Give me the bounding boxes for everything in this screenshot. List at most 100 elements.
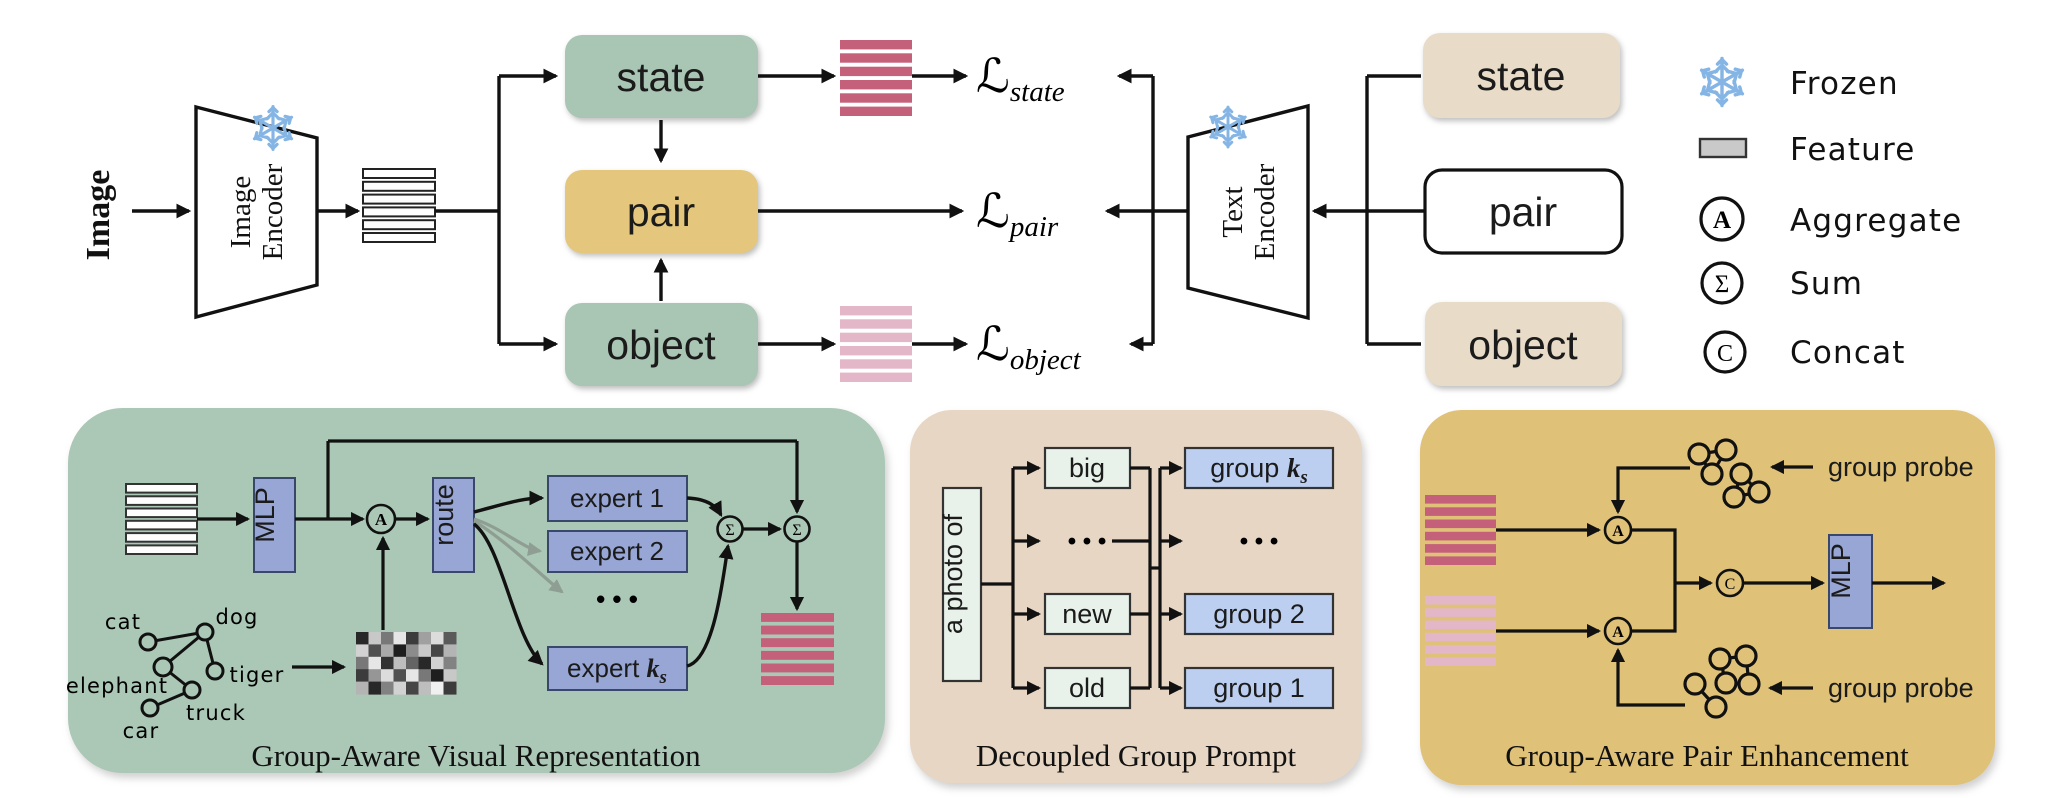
group-probe-label-top: group probe	[1828, 452, 1974, 482]
curve-expert-k-to-sum	[686, 543, 734, 668]
aggregate2-symbol: A	[1612, 624, 1624, 641]
panel-pair-caption: Group-Aware Pair Enhancement	[1505, 738, 1909, 773]
legend-sum-label: Sum	[1790, 266, 1863, 302]
panel-pair-enhancement: A A C MLP group probe	[1420, 410, 1995, 785]
legend-feature-label: Feature	[1790, 132, 1916, 168]
loss-pair: ℒpair	[976, 186, 1059, 243]
group-probe-cluster-bottom-nodes	[1683, 644, 1761, 719]
connector-aggregate1-join	[1631, 528, 1677, 583]
attr-big-label: big	[1069, 453, 1105, 483]
experts-ellipsis: • • •	[596, 584, 638, 614]
group2-label: group 2	[1213, 599, 1305, 629]
route-curve-expert-k	[472, 522, 544, 666]
text-encoder-label-line1: Text	[1217, 186, 1249, 237]
state-prompt-box	[1423, 33, 1620, 118]
prompt-stem-box	[941, 486, 983, 683]
group-k-label: group ks	[1210, 453, 1307, 488]
pair-prompt-box	[1423, 168, 1624, 255]
legend-aggregate-symbol: A	[1713, 207, 1731, 234]
top-row: Image Image Encoder state pair object ℒs…	[80, 33, 1624, 386]
expert-k-box	[547, 646, 688, 691]
graph-node-label-elephant: elephant	[66, 674, 168, 698]
mlp-box	[253, 477, 296, 573]
legend-concat-symbol: C	[1717, 341, 1733, 367]
group1-label: group 1	[1213, 673, 1305, 703]
group-probe-cluster-top-nodes	[1687, 438, 1771, 509]
expert-k-label: expert ks	[567, 653, 667, 688]
concat-symbol: C	[1725, 576, 1736, 593]
panel-pair-bg	[1420, 410, 1995, 785]
curve-expert1-to-sum	[686, 496, 723, 517]
legend-aggregate-label: Aggregate	[1790, 203, 1962, 239]
expert1-box	[547, 475, 688, 522]
pair-mlp-label: MLP	[1826, 543, 1856, 599]
legend-frozen-label: Frozen	[1790, 66, 1899, 102]
similarity-matrix	[356, 632, 457, 695]
route-label: route	[429, 484, 459, 546]
expert1-label: expert 1	[570, 483, 664, 513]
object-branch-label: object	[606, 322, 716, 368]
graph-node-label-dog: dog	[215, 605, 258, 629]
group-probe-label-bottom: group probe	[1828, 673, 1974, 703]
expert2-label: expert 2	[570, 536, 664, 566]
route-curve-expert2	[473, 517, 543, 556]
connector-probe-to-aggregate1	[1610, 466, 1690, 515]
group1-box	[1183, 666, 1335, 710]
graph-node-label-truck: truck	[186, 701, 246, 725]
panel-feature-stack	[125, 483, 198, 556]
panel-visual-representation: MLP A route cat dog elephant tiger truck…	[66, 408, 885, 773]
state-feature-stack	[840, 40, 912, 116]
circle-sigma-icon	[1700, 261, 1744, 305]
graph-node-label-tiger: tiger	[230, 663, 285, 687]
pair-prompt-label: pair	[1489, 189, 1557, 235]
group-ellipsis: • • •	[1240, 528, 1279, 555]
circle-sigma-icon	[783, 515, 811, 543]
aggregate1-symbol: A	[1612, 523, 1624, 540]
sum1-symbol: Σ	[725, 522, 734, 539]
attr-old-box	[1043, 666, 1132, 710]
state-output-feature-stack	[761, 613, 834, 685]
attr-new-box	[1043, 592, 1132, 636]
prompt-stem-label: a photo of	[938, 513, 968, 634]
sum2-symbol: Σ	[792, 522, 801, 539]
route-curve-dots	[473, 519, 564, 594]
state-branch-box	[565, 35, 758, 118]
text-encoder-label-line2: Encoder	[1249, 163, 1281, 260]
image-input-label: Image	[80, 170, 117, 261]
mlp-label: MLP	[250, 487, 280, 543]
aggregate-symbol: A	[375, 510, 388, 529]
object-feature-stack	[840, 306, 912, 382]
expert2-box	[547, 530, 688, 573]
legend: Frozen Feature A Aggregate Σ Sum C Conca…	[1698, 58, 1962, 374]
image-encoder-label-line2: Encoder	[257, 163, 289, 260]
state-branch-label: state	[617, 54, 706, 100]
feature-bar-icon	[1698, 137, 1748, 159]
connector-probe-to-aggregate2	[1610, 647, 1685, 707]
object-prompt-label: object	[1468, 322, 1578, 368]
legend-sum-symbol: Σ	[1715, 271, 1730, 298]
pair-branch-box	[565, 170, 758, 253]
group2-box	[1183, 592, 1335, 636]
circle-a-icon	[1699, 196, 1745, 242]
pair-branch-label: pair	[627, 189, 695, 235]
route-curve-expert1	[473, 490, 545, 514]
legend-concat-label: Concat	[1790, 335, 1906, 371]
state-feature-stack-input	[1425, 495, 1496, 565]
loss-object: ℒobject	[976, 319, 1082, 376]
image-feature-stack	[362, 168, 436, 243]
panel-decoupled-prompt: a photo of big • • • new old group ks • …	[910, 410, 1362, 783]
image-encoder-label-line1: Image	[225, 176, 257, 248]
object-prompt-box	[1425, 302, 1622, 386]
attr-ellipsis: • • •	[1068, 528, 1107, 555]
attr-old-label: old	[1069, 673, 1105, 703]
state-prompt-label: state	[1477, 53, 1566, 99]
concept-graph-nodes	[138, 622, 225, 718]
circle-sigma-icon	[716, 515, 744, 543]
text-encoder-trapezoid	[1186, 103, 1310, 321]
graph-node-label-cat: cat	[105, 610, 141, 634]
snowflake-icon	[1698, 58, 1745, 105]
panel-visual-caption: Group-Aware Visual Representation	[251, 738, 701, 773]
loss-state: ℒstate	[976, 51, 1065, 108]
